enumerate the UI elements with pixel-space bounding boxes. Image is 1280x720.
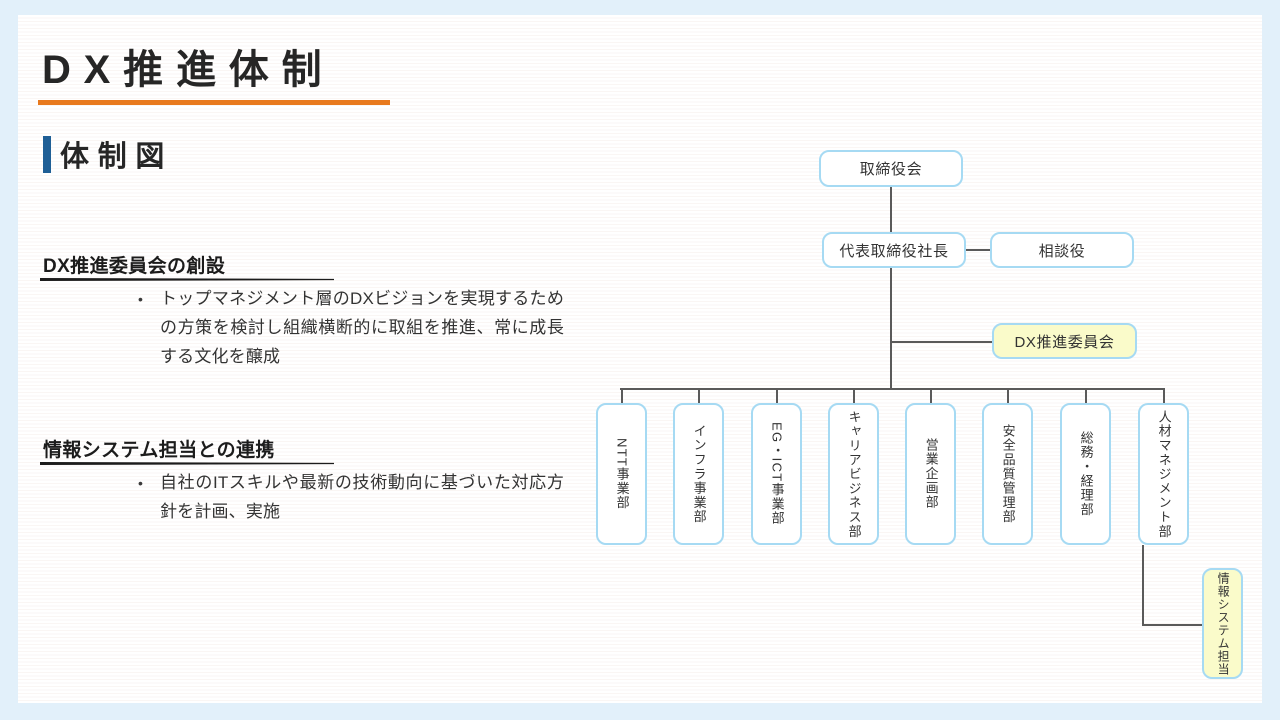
connector: [620, 388, 623, 404]
connector: [890, 187, 892, 233]
bullet-dot: •: [138, 475, 143, 491]
org-box-dept: 人材マネジメント部: [1138, 403, 1189, 545]
connector: [891, 341, 992, 343]
org-box-dept: 営業企画部: [905, 403, 956, 545]
connector: [1084, 388, 1087, 404]
org-box-president: 代表取締役社長: [822, 232, 966, 268]
org-box-advisor: 相談役: [990, 232, 1134, 268]
org-box-dept: 総務・経理部: [1060, 403, 1111, 545]
connector: [775, 388, 778, 404]
org-box-dx-committee: DX推進委員会: [992, 323, 1137, 359]
org-box-dept: NTT事業部: [596, 403, 647, 545]
section-accent-bar: [43, 136, 51, 173]
section-heading: 体制図: [60, 141, 174, 173]
connector: [1006, 388, 1009, 404]
title-underline-rule: [38, 100, 390, 105]
connector: [620, 388, 1164, 390]
note-heading-it-liaison: 情報システム担当との連携: [43, 440, 275, 461]
page-title: DX推進体制: [42, 48, 335, 92]
connector: [965, 249, 990, 251]
connector: [1142, 545, 1144, 626]
connector: [697, 388, 700, 404]
note-heading-underline: [40, 462, 334, 465]
org-box-dept: 安全品質管理部: [982, 403, 1033, 545]
org-box-dept: キャリアビジネス部: [828, 403, 879, 545]
note-heading-underline: [40, 278, 334, 281]
org-box-it-staff: 情報システム担当: [1202, 568, 1243, 679]
note-heading-dx-committee: DX推進委員会の創設: [43, 256, 226, 277]
org-box-board: 取締役会: [819, 150, 963, 187]
connector: [1142, 624, 1203, 626]
connector: [890, 268, 892, 389]
slide-content-card: [18, 15, 1262, 703]
connector: [1162, 388, 1165, 404]
connector: [929, 388, 932, 404]
org-box-dept: EG・ICT事業部: [751, 403, 802, 545]
note-text-dx-committee: トップマネジメント層のDXビジョンを実現するための方策を検討し組織横断的に取組を…: [160, 289, 564, 366]
org-box-dept: インフラ事業部: [673, 403, 724, 545]
connector: [852, 388, 855, 404]
note-text-it-liaison: 自社のITスキルや最新の技術動向に基づいた対応方針を計画、実施: [160, 473, 564, 521]
bullet-dot: •: [138, 291, 143, 307]
